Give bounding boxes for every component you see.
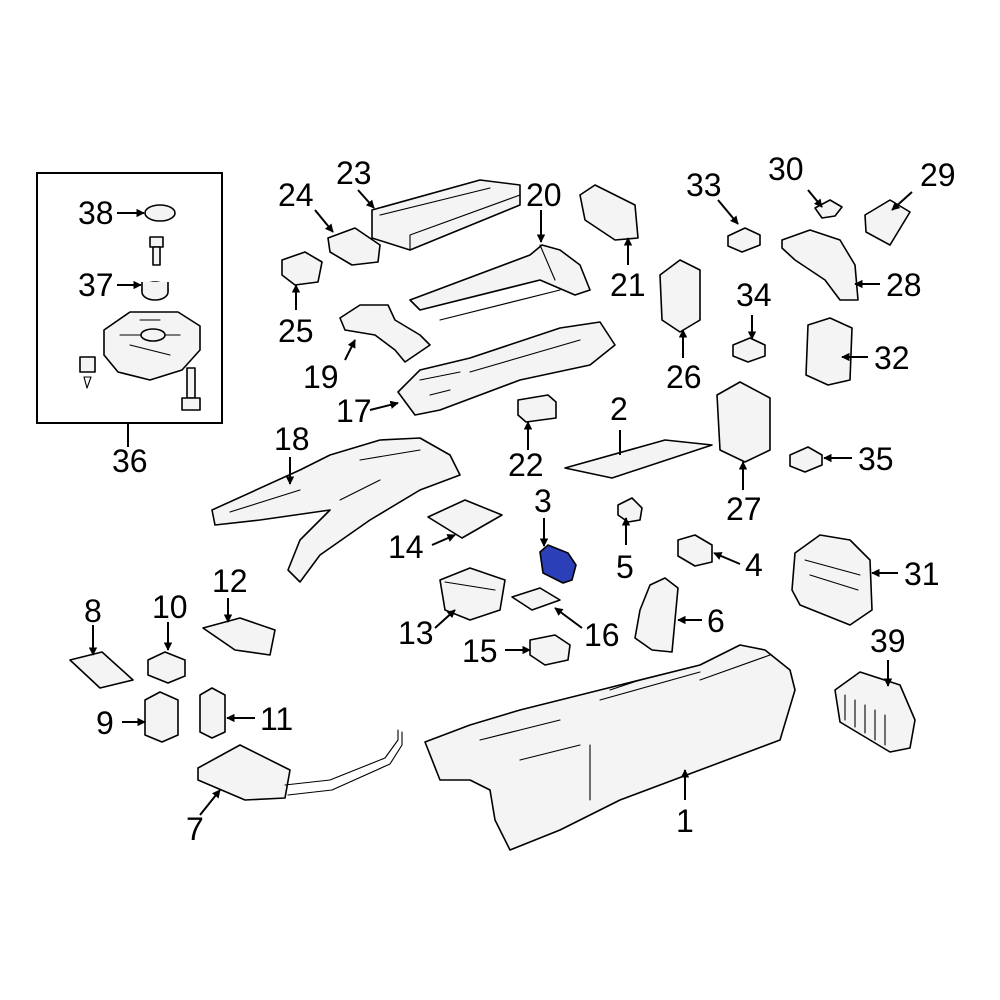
part-14-pad: [427, 499, 503, 539]
callout-38: 38: [78, 195, 114, 231]
part-20-rail: [409, 244, 591, 321]
part-37-washer: [141, 281, 169, 301]
callout-34: 34: [736, 277, 772, 313]
part-13-cupholder: [439, 567, 506, 621]
part-25-button: [281, 251, 323, 286]
part-18-trim: [211, 437, 461, 583]
part-9-cupholder: [144, 691, 179, 743]
callout-11: 11: [260, 701, 293, 737]
callout-13: 13: [398, 615, 434, 651]
part-22-insert: [517, 394, 557, 423]
callout-1: 1: [676, 803, 694, 839]
part-26-bracket: [659, 259, 701, 333]
part-bolt-small: [149, 236, 164, 266]
callout-36: 36: [112, 443, 148, 479]
part-2-mat: [564, 439, 713, 479]
part-21-panel: [579, 184, 639, 241]
callout-7: 7: [186, 811, 204, 847]
part-19-bracket: [339, 304, 431, 363]
part-12-trim: [202, 617, 276, 656]
callout-3: 3: [534, 483, 552, 519]
part-27-bracket: [716, 381, 771, 463]
callout-35: 35: [858, 441, 894, 477]
callout-18: 18: [274, 421, 310, 457]
callout-6: 6: [707, 603, 725, 639]
callout-4: 4: [745, 547, 763, 583]
part-clip-small: [79, 356, 96, 389]
part-3-highlighted: [539, 544, 577, 584]
callout-labels: 38 37 36 23 24 25 20 21 19 17 22 2 18 14…: [78, 151, 956, 847]
part-32-panel: [805, 317, 853, 386]
inset-box-36: [36, 172, 223, 424]
highlighted-part-shape: [539, 544, 577, 584]
callout-10: 10: [152, 589, 188, 625]
callout-19: 19: [303, 359, 339, 395]
part-36-mount: [103, 311, 201, 381]
part-39-module: [834, 671, 916, 753]
part-38-cap: [144, 204, 176, 222]
part-35-switch: [789, 446, 823, 473]
callout-25: 25: [278, 313, 314, 349]
part-4-socket: [677, 534, 713, 567]
part-34-switch: [732, 337, 766, 363]
callout-28: 28: [886, 267, 922, 303]
part-16-tray: [511, 587, 561, 611]
callout-30: 30: [768, 151, 804, 187]
callout-5: 5: [616, 549, 634, 585]
part-1-console: [424, 644, 796, 851]
callout-23: 23: [336, 155, 372, 191]
callout-24: 24: [278, 177, 314, 213]
part-5-clip: [617, 497, 643, 523]
callout-22: 22: [508, 447, 544, 483]
callout-8: 8: [84, 593, 102, 629]
callout-2: 2: [610, 391, 628, 427]
part-33-switch: [727, 227, 761, 253]
callout-12: 12: [212, 563, 248, 599]
part-10-switch: [147, 651, 186, 684]
part-15-switch: [529, 634, 571, 666]
callout-29: 29: [920, 157, 956, 193]
callout-9: 9: [96, 705, 114, 741]
callout-20: 20: [526, 177, 562, 213]
callout-32: 32: [874, 340, 910, 376]
callout-39: 39: [870, 623, 906, 659]
callout-16: 16: [584, 617, 620, 653]
part-8-pad: [69, 651, 134, 689]
part-6-panel: [634, 577, 679, 653]
part-17-tray: [397, 321, 616, 416]
part-29-pad: [864, 199, 911, 246]
part-24-pad: [327, 227, 381, 266]
callout-37: 37: [78, 267, 114, 303]
part-23-armrest-lid: [371, 179, 521, 251]
callout-17: 17: [336, 393, 372, 429]
part-7-bracket: [197, 729, 403, 801]
callout-21: 21: [610, 267, 646, 303]
callout-26: 26: [666, 359, 702, 395]
callout-31: 31: [904, 556, 940, 592]
callout-27: 27: [726, 491, 762, 527]
callout-15: 15: [462, 633, 498, 669]
leader-lines: [88, 189, 913, 816]
callout-14: 14: [388, 529, 424, 565]
part-bolt-long: [181, 367, 201, 411]
part-11-lighter: [199, 687, 226, 739]
callout-33: 33: [686, 167, 722, 203]
part-28-cover: [781, 229, 859, 301]
part-31-housing: [791, 534, 873, 626]
